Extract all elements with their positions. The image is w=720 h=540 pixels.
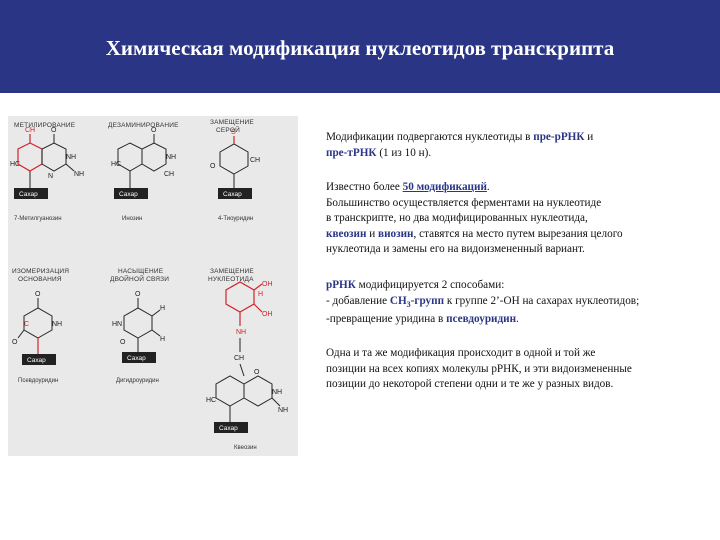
svg-text:NH: NH xyxy=(52,321,62,328)
name-4-thiouridine: 4-Тиоуридин xyxy=(218,216,253,222)
p3-text-h: -превращение уридина в xyxy=(326,313,447,326)
svg-text:H: H xyxy=(160,336,165,343)
svg-text:HC: HC xyxy=(206,397,216,404)
structures-illustration: МЕТИЛИРОВАНИЕ ДЕЗАМИНИРОВАНИЕ ЗАМЕЩЕНИЕ … xyxy=(10,119,288,451)
svg-text:C: C xyxy=(24,321,29,328)
svg-text:NH: NH xyxy=(166,154,176,161)
label-saturation-1: НАСЫЩЕНИЕ xyxy=(118,268,164,275)
p1-text-e: (1 из 10 н). xyxy=(376,146,432,159)
svg-text:CH: CH xyxy=(164,171,174,178)
sugar-label-4: Сахар xyxy=(27,357,46,364)
p4-line-3: позиции до некоторой степени одни и те ж… xyxy=(326,378,614,391)
label-sulfur-1: ЗАМЕЩЕНИЕ xyxy=(210,119,254,126)
svg-text:HC: HC xyxy=(111,161,121,168)
p2-text-c: . xyxy=(486,181,490,193)
svg-text:O: O xyxy=(12,339,18,346)
ch3-term: СН xyxy=(389,294,407,307)
svg-text:CH: CH xyxy=(25,127,35,134)
p4-line-1: Одна и та же модификация происходит в од… xyxy=(326,347,596,359)
sugar-label-6: Сахар xyxy=(219,425,238,432)
name-dihydrouridine: Дигидроуридин xyxy=(116,378,159,384)
label-replacement-1: ЗАМЕЩЕНИЕ xyxy=(210,268,254,275)
p2-text-g: , ставятся на место путем вырезания цело… xyxy=(413,227,623,240)
p2-text-a: Известно более xyxy=(326,181,403,193)
svg-text:NH: NH xyxy=(278,407,288,414)
p2-line-5: нуклеотида и замены его на видоизмененны… xyxy=(326,243,585,256)
svg-text:H: H xyxy=(160,305,165,312)
svg-text:NH: NH xyxy=(74,171,84,178)
svg-text:O: O xyxy=(151,127,157,134)
nucleotide-modification-figure: МЕТИЛИРОВАНИЕ ДЕЗАМИНИРОВАНИЕ ЗАМЕЩЕНИЕ … xyxy=(8,116,298,456)
label-sulfur-2: СЕРОЙ xyxy=(216,125,240,134)
svg-text:O: O xyxy=(254,369,260,376)
name-7-methylguanosine: 7-Метилгуанозин xyxy=(14,216,62,222)
sugar-label-3: Сахар xyxy=(223,191,242,198)
svg-text:HN: HN xyxy=(112,321,122,328)
svg-text:OH: OH xyxy=(262,311,273,318)
svg-text:S: S xyxy=(231,129,236,136)
pseudouridine-term: псевдоуридин xyxy=(446,313,517,326)
molecule-dihydrouridine: O HN H H O Сахар Дигидроуридин xyxy=(112,291,165,384)
label-replacement-2: НУКЛЕОТИДА xyxy=(208,276,254,283)
molecule-queuosine: H OH OH NH CH O NH NH HC Сахар Квеозин xyxy=(206,281,288,451)
molecule-7-methylguanosine: CH O HC NH NH N Сахар 7-Метилгуанозин xyxy=(10,127,84,222)
label-isomerization-2: ОСНОВАНИЯ xyxy=(18,276,62,283)
p3-text-g: к группе 2’-ОН на сахарах нуклеотидов; xyxy=(444,294,640,307)
svg-text:NH: NH xyxy=(272,389,282,396)
p2-line-3: в транскрипте, но два модифицированных н… xyxy=(326,212,588,225)
label-isomerization-1: ИЗОМЕРИЗАЦИЯ xyxy=(12,268,69,275)
groups-term: -групп xyxy=(410,294,445,307)
molecule-pseudouridine: O NH O C Сахар Псевдоуридин xyxy=(12,291,62,384)
rrna-term: рРНК xyxy=(326,279,356,291)
svg-text:HC: HC xyxy=(10,161,20,168)
molecule-4-thiouridine: S CH O Сахар 4-Тиоуридин xyxy=(210,129,260,222)
p3-text-b: модифицируется 2 способами: xyxy=(355,279,505,291)
name-pseudouridine: Псевдоуридин xyxy=(18,378,58,384)
p4-line-2: позиции на всех копиях молекулы рРНК, и … xyxy=(326,362,632,375)
name-queuosine: Квеозин xyxy=(234,445,257,451)
queuosine-term: квеозин xyxy=(326,227,367,240)
paragraph-conservation: Одна и та же модификация происходит в од… xyxy=(326,346,720,393)
svg-text:O: O xyxy=(51,127,57,134)
svg-text:O: O xyxy=(35,291,41,298)
svg-text:O: O xyxy=(135,291,141,298)
p1-text-c: и xyxy=(584,131,594,143)
svg-text:CH: CH xyxy=(234,355,244,362)
pre-trna-term: пре-тРНК xyxy=(326,146,377,159)
pre-rrna-term: пре-рРНК xyxy=(533,131,585,143)
paragraph-rrna-methods: рРНК модифицируется 2 способами: - добав… xyxy=(326,278,720,328)
fifty-modifications-term: 50 модификаций xyxy=(402,181,487,193)
paragraph-modification-count: Известно более 50 модификаций. Большинст… xyxy=(326,180,720,258)
sugar-label-1: Сахар xyxy=(19,191,38,198)
label-methylation: МЕТИЛИРОВАНИЕ xyxy=(14,122,76,129)
p2-text-e: и xyxy=(366,227,379,240)
svg-text:NH: NH xyxy=(66,154,76,161)
slide-title: Химическая модификация нуклеотидов транс… xyxy=(105,36,615,60)
paragraph-substrates: Модификации подвергаются нуклеотиды в пр… xyxy=(326,130,720,161)
svg-text:NH: NH xyxy=(236,329,246,336)
sugar-label-2: Сахар xyxy=(119,191,138,198)
sugar-label-5: Сахар xyxy=(127,355,146,362)
ch3-subscript: 3 xyxy=(406,299,411,309)
svg-text:O: O xyxy=(210,163,216,170)
svg-text:OH: OH xyxy=(262,281,273,288)
wyosine-term: виозин xyxy=(378,227,414,240)
p3-text-j: . xyxy=(516,313,519,326)
label-deamination: ДЕЗАМИНИРОВАНИЕ xyxy=(108,122,179,129)
name-inosine: Инозин xyxy=(122,216,142,222)
svg-text:CH: CH xyxy=(250,157,260,164)
molecule-inosine: O HC NH CH Сахар Инозин xyxy=(111,127,176,222)
title-bar: Химическая модификация нуклеотидов транс… xyxy=(0,0,720,93)
svg-text:H: H xyxy=(258,291,263,298)
svg-text:N: N xyxy=(48,173,53,180)
p1-text-a: Модификации подвергаются нуклеотиды в xyxy=(326,131,534,143)
p2-line-2: Большинство осуществляется ферментами на… xyxy=(326,196,602,209)
label-saturation-2: ДВОЙНОЙ СВЯЗИ xyxy=(110,274,169,283)
p3-text-c: - добавление xyxy=(326,294,390,307)
svg-text:O: O xyxy=(120,339,126,346)
